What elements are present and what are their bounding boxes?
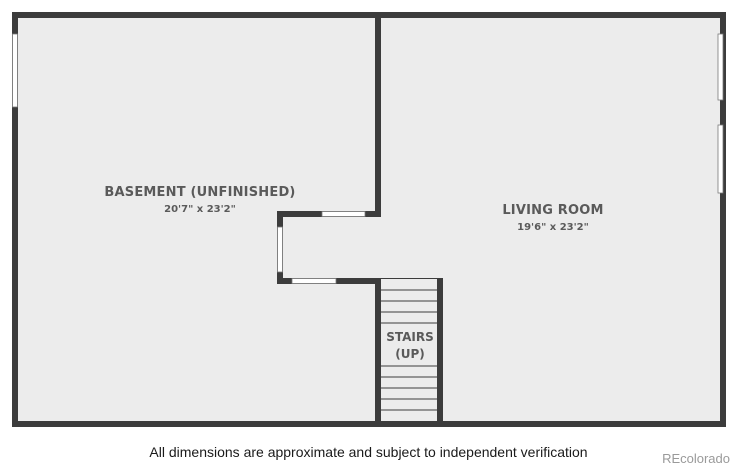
window-living-east-lower [717,124,724,194]
window-basement-west [12,33,18,108]
windows [12,33,724,284]
basement-name: BASEMENT (UNFINISHED) [104,185,295,200]
stair-treads [381,278,437,411]
window-living-east-upper [717,33,724,101]
closet-floor [280,214,378,282]
stairs-direction: (UP) [395,347,425,361]
closet-opening-top [321,211,366,217]
brand-watermark: REcolorado [662,451,730,466]
living-room-floor [378,18,720,421]
stairs-label: STAIRS [386,330,434,344]
basement-dimensions: 20'7" x 23'2" [164,204,236,215]
disclaimer-text: All dimensions are approximate and subje… [149,444,588,460]
stairs [375,278,443,424]
living-room-name: LIVING ROOM [502,203,603,218]
closet-opening-bottom [291,278,337,284]
living-room-dimensions: 19'6" x 23'2" [517,222,589,233]
basement-floor [18,18,378,421]
exterior-wall [12,12,726,427]
closet-opening-left [277,226,283,273]
